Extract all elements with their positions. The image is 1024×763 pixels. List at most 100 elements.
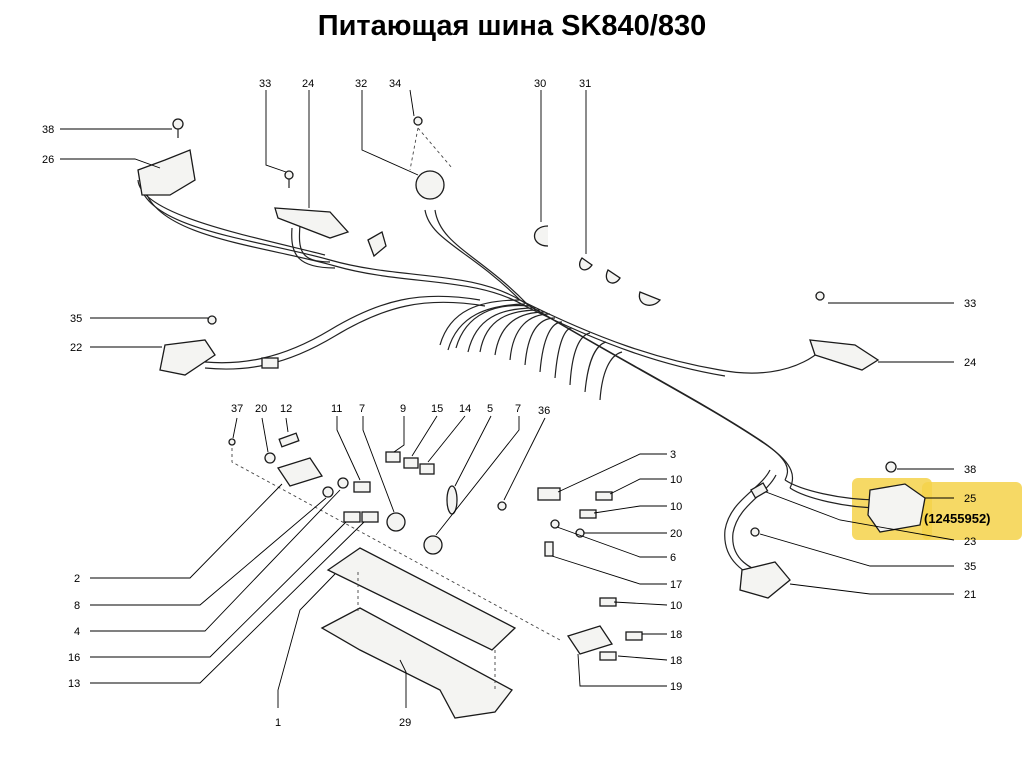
part-3-transistor [537, 487, 561, 501]
part-4-capacitor [337, 477, 349, 489]
part-35-screw-right [750, 527, 760, 537]
part-1-circuit-board [326, 547, 517, 651]
label-25: 25 [964, 493, 976, 505]
part-16-component [343, 511, 361, 523]
label-3: 3 [670, 449, 676, 461]
part-19-ic-chip [566, 625, 614, 655]
label-13: 13 [68, 678, 80, 690]
label-15: 15 [431, 403, 443, 415]
part-29-base-plate [320, 607, 513, 719]
wire-fan [439, 299, 623, 401]
part-2-ic-chip [276, 457, 324, 487]
label-20-right: 20 [670, 528, 682, 540]
label-18-b: 18 [670, 655, 682, 667]
part-labels: 38 26 33 24 32 34 30 31 33 24 35 22 38 2… [42, 78, 991, 729]
label-4: 4 [74, 626, 80, 638]
label-16: 16 [68, 652, 80, 664]
part-24-bracket [274, 207, 350, 239]
label-37: 37 [231, 403, 243, 415]
part-7-potentiometer-a [386, 512, 406, 532]
label-35-left: 35 [70, 313, 82, 325]
label-12: 12 [280, 403, 292, 415]
part-20-component [264, 452, 276, 464]
label-26: 26 [42, 154, 54, 166]
label-22: 22 [70, 342, 82, 354]
part-24-bracket-right [809, 339, 880, 371]
label-1: 1 [275, 717, 281, 729]
part-33-screw-right [815, 291, 825, 301]
part-14-component [419, 463, 435, 475]
part-30-clip [533, 225, 549, 247]
part-31-clip-c [638, 291, 662, 306]
part-37-screw [228, 438, 236, 446]
part-5-component [446, 485, 458, 515]
part-31-clip-b [605, 269, 621, 284]
label-2: 2 [74, 573, 80, 585]
part-8-capacitor [322, 486, 334, 498]
parts [137, 116, 926, 719]
part-38-screw [172, 118, 184, 130]
label-10-b: 10 [670, 501, 682, 513]
label-34: 34 [389, 78, 401, 90]
part-9-component [385, 451, 401, 463]
part-10-resistor-b [579, 509, 597, 519]
label-7-left: 7 [359, 403, 365, 415]
label-18-a: 18 [670, 629, 682, 641]
label-33-right: 33 [964, 298, 976, 310]
part-34-screw [413, 116, 423, 126]
label-10-c: 10 [670, 600, 682, 612]
part-11-component [353, 481, 371, 493]
label-23: 23 [964, 536, 976, 548]
part-36-screw [497, 501, 507, 511]
cable-clip [367, 231, 387, 258]
part-10-resistor-c [599, 597, 617, 607]
page-title: Питающая шина SK840/830 [317, 10, 707, 42]
label-38-left: 38 [42, 124, 54, 136]
part-35-screw [207, 315, 217, 325]
part-10-resistor-a [595, 491, 613, 501]
label-24-top: 24 [302, 78, 314, 90]
part-31-clip-a [578, 257, 593, 271]
part-22-connector [159, 339, 216, 376]
label-32: 32 [355, 78, 367, 90]
label-5: 5 [487, 403, 493, 415]
part-12-resistor [278, 432, 300, 448]
label-29: 29 [399, 717, 411, 729]
part-number-label: (12455952) [924, 511, 991, 526]
label-10-a: 10 [670, 474, 682, 486]
part-6-component [550, 519, 560, 529]
highlight-box-label [922, 482, 1022, 540]
label-31: 31 [579, 78, 591, 90]
label-36: 36 [538, 405, 550, 417]
part-13-component [361, 511, 379, 523]
part-32-socket [415, 170, 445, 200]
label-38-right: 38 [964, 464, 976, 476]
label-9: 9 [400, 403, 406, 415]
part-38-screw-right [885, 461, 897, 473]
part-18-component-a [625, 631, 643, 641]
part-15-component [403, 457, 419, 469]
part-17-component [544, 541, 554, 557]
label-21: 21 [964, 589, 976, 601]
part-21-connector [739, 561, 791, 599]
label-24-right: 24 [964, 357, 976, 369]
leader-lines [60, 89, 955, 708]
label-35-right: 35 [964, 561, 976, 573]
part-7-potentiometer-b [423, 535, 443, 555]
label-6: 6 [670, 552, 676, 564]
part-33-screw [284, 170, 294, 180]
label-20-top: 20 [255, 403, 267, 415]
part-26-connector [137, 149, 196, 196]
label-14: 14 [459, 403, 471, 415]
part-18-component-b [599, 651, 617, 661]
part-20-component-b [575, 528, 585, 538]
label-19: 19 [670, 681, 682, 693]
label-17: 17 [670, 579, 682, 591]
cable-harness [137, 179, 883, 581]
label-11: 11 [331, 403, 342, 415]
label-7-right: 7 [515, 403, 521, 415]
label-8: 8 [74, 600, 80, 612]
label-30: 30 [534, 78, 546, 90]
part-25-connector [867, 483, 926, 533]
